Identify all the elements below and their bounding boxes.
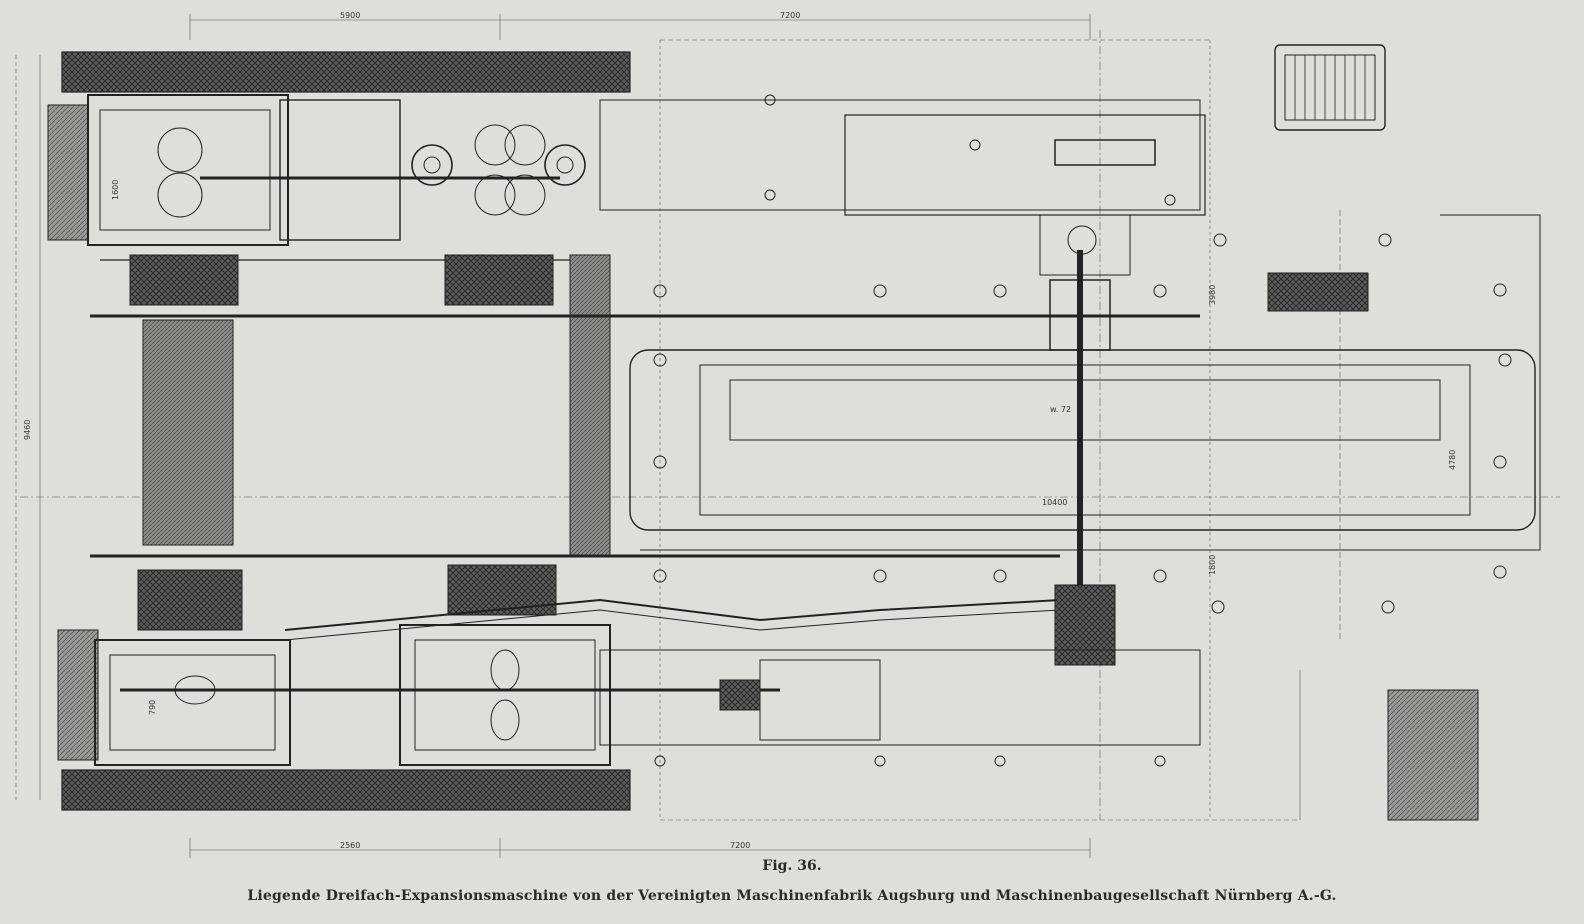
- dim-bottom-total: 7200: [730, 841, 750, 850]
- valve-gear-top: [411, 124, 586, 216]
- dim-bottom-left: 2560: [340, 841, 360, 850]
- shafts: [90, 250, 1200, 640]
- figure-caption: Liegende Dreifach-Expansionsmaschine von…: [247, 888, 1337, 904]
- dimension-lines: [15, 14, 1560, 858]
- dim-right-mid: 1800: [1208, 555, 1217, 575]
- top-foundation-beam: [61, 51, 631, 811]
- dim-cyl-top: 1600: [111, 180, 120, 200]
- anchor-bolts: [653, 94, 1512, 767]
- flywheel-assembly: [629, 214, 1541, 666]
- dim-top-left: 5900: [340, 11, 360, 20]
- dim-shaft-center: 10400: [1042, 498, 1067, 507]
- dim-right-upper: 3980: [1208, 285, 1217, 305]
- foundation-blocks: [129, 254, 1479, 821]
- dim-top-total: 7200: [780, 11, 800, 20]
- figure-number: Fig. 36.: [762, 858, 822, 874]
- low-pressure-cylinders: [57, 598, 1061, 766]
- dim-shaft-label: w. 72: [1050, 405, 1071, 414]
- dim-left-vertical: 9460: [23, 420, 32, 440]
- crosshead-guide-bottom: [599, 649, 1201, 746]
- high-pressure-cylinder: [47, 94, 600, 261]
- dim-right-lower: 4780: [1448, 450, 1457, 470]
- crosshead-guide-top: [599, 99, 1206, 216]
- access-ladder: [1274, 44, 1386, 131]
- dim-cyl-bottom: 790: [148, 700, 157, 715]
